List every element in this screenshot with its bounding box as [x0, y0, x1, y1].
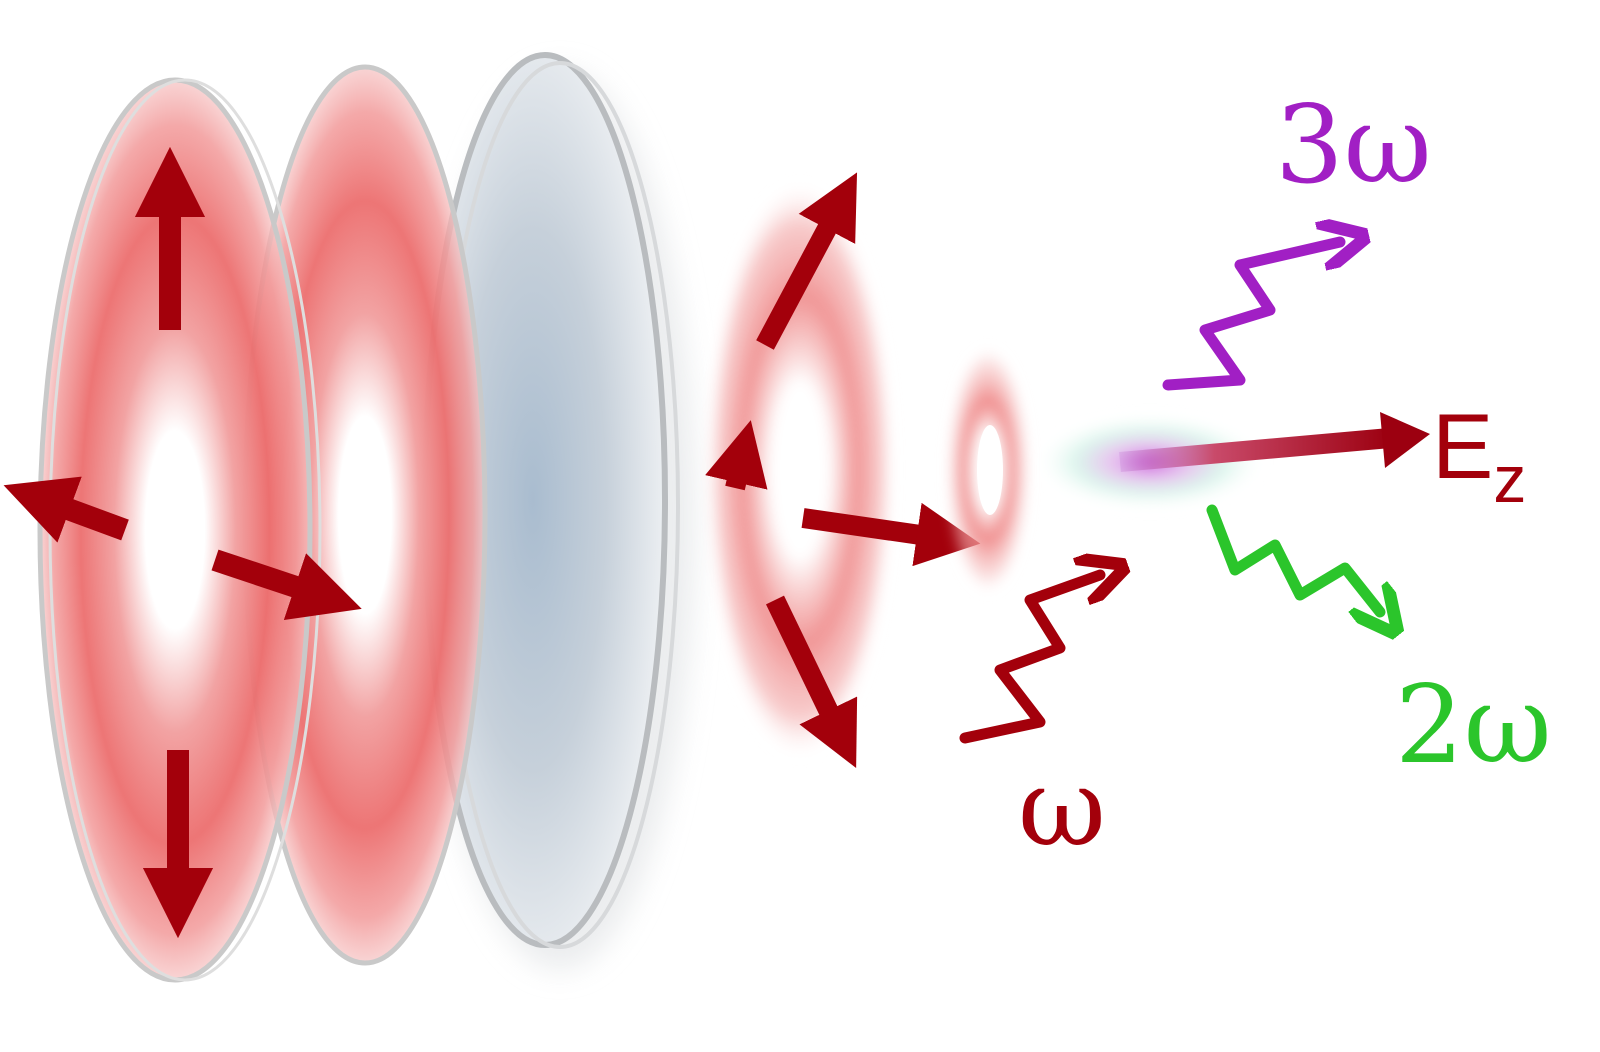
fundamental-label: ω — [1018, 746, 1106, 871]
focusing-lens — [422, 52, 695, 970]
field-main-symbol: E — [1432, 396, 1493, 498]
second-harmonic-wave-arrow — [1206, 504, 1380, 612]
focused-arrow-down-right — [765, 595, 858, 769]
polarization-arrow-right — [211, 549, 362, 621]
radial-polarization-arrows-focused — [705, 172, 981, 769]
third-harmonic-wave-arrow — [1162, 242, 1340, 391]
polarization-arrow-left — [3, 476, 129, 543]
radial-polarization-arrows-plate-1 — [3, 146, 362, 939]
focused-arrow-up-right — [756, 172, 858, 350]
focused-beam-cross-section — [705, 180, 895, 760]
longitudinal-field-label: Ez — [1432, 396, 1526, 516]
focused-arrow-small-up — [705, 420, 768, 491]
beam-cross-section-plate-1 — [37, 77, 322, 983]
third-harmonic-label: 3ω — [1275, 83, 1432, 208]
second-harmonic-label: 2ω — [1395, 663, 1552, 788]
longitudinal-field-arrow — [1119, 412, 1430, 472]
near-focus-beam-cross-section — [946, 345, 1030, 595]
field-subscript: z — [1493, 442, 1526, 516]
fundamental-wave-arrow — [959, 575, 1100, 744]
focused-arrow-right — [801, 502, 981, 567]
